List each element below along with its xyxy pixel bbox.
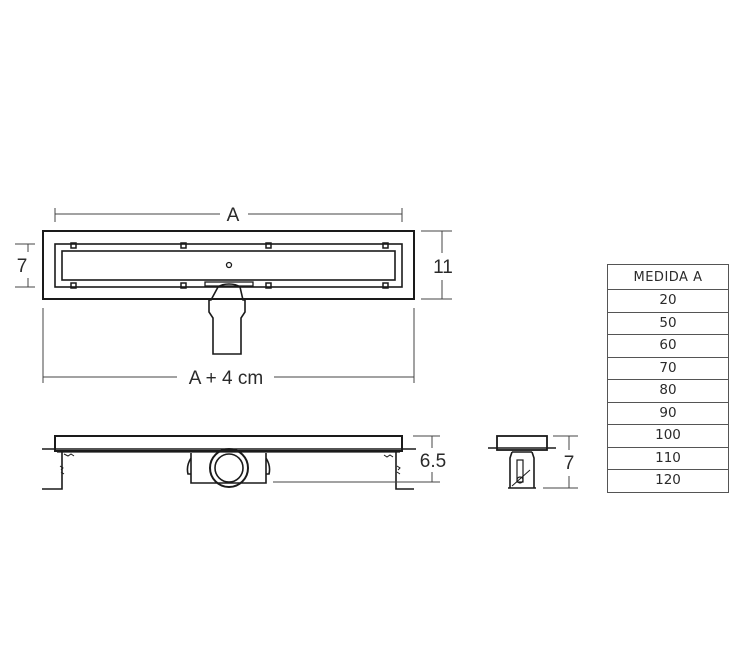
table-cell: 120 [607, 469, 729, 493]
right-support-leg [395, 452, 414, 490]
table-cell: 70 [607, 356, 729, 380]
outlet-ring-inner [214, 453, 244, 483]
clips [70, 242, 389, 289]
left-support-leg [42, 452, 63, 490]
label-a: A [227, 205, 240, 226]
end-body [496, 435, 548, 451]
table-row: 120 [607, 469, 729, 493]
label-11: 11 [433, 257, 453, 278]
label-7-left: 7 [17, 256, 28, 277]
table-row: 70 [607, 356, 729, 380]
table-header-row: MEDIDA A [607, 264, 729, 290]
dimension-7-end [543, 435, 578, 489]
size-table-container: MEDIDA A 20 50 60 70 80 90 100 110 120 [607, 264, 729, 493]
label-7-end: 7 [564, 453, 575, 474]
outlet-housing [186, 453, 271, 484]
outer-frame [42, 230, 415, 300]
table-cell: 80 [607, 379, 729, 403]
table-cell: 50 [607, 311, 729, 335]
table-row: 60 [607, 334, 729, 358]
outlet-pipe [208, 283, 246, 355]
end-outlet [508, 451, 536, 489]
table-row: 100 [607, 424, 729, 448]
dimension-a-plus-4 [42, 308, 415, 383]
dimension-7-left [15, 243, 35, 288]
table-cell: 20 [607, 289, 729, 313]
table-row: 110 [607, 446, 729, 470]
table-cell: 110 [607, 446, 729, 470]
label-6-5: 6.5 [420, 451, 446, 472]
table-row: 50 [607, 311, 729, 335]
table-row: 90 [607, 401, 729, 425]
outlet-ring-outer [209, 448, 249, 488]
end-view [488, 435, 578, 489]
top-view [15, 208, 452, 383]
channel-body [54, 435, 403, 452]
table-row: 20 [607, 289, 729, 313]
table-cell: 100 [607, 424, 729, 448]
grate-inner [61, 250, 396, 281]
grate-hole [225, 261, 233, 269]
size-table: MEDIDA A 20 50 60 70 80 90 100 110 120 [607, 264, 729, 493]
table-header: MEDIDA A [607, 264, 729, 290]
dimension-a [54, 208, 403, 222]
table-cell: 90 [607, 401, 729, 425]
table-cell: 60 [607, 334, 729, 358]
side-view [42, 435, 440, 490]
outlet-plate [204, 281, 254, 287]
dimension-6-5 [273, 435, 440, 483]
table-row: 80 [607, 379, 729, 403]
label-a-plus-4cm: A + 4 cm [189, 368, 263, 389]
grate-outer [54, 243, 403, 288]
dimension-11 [421, 230, 452, 300]
